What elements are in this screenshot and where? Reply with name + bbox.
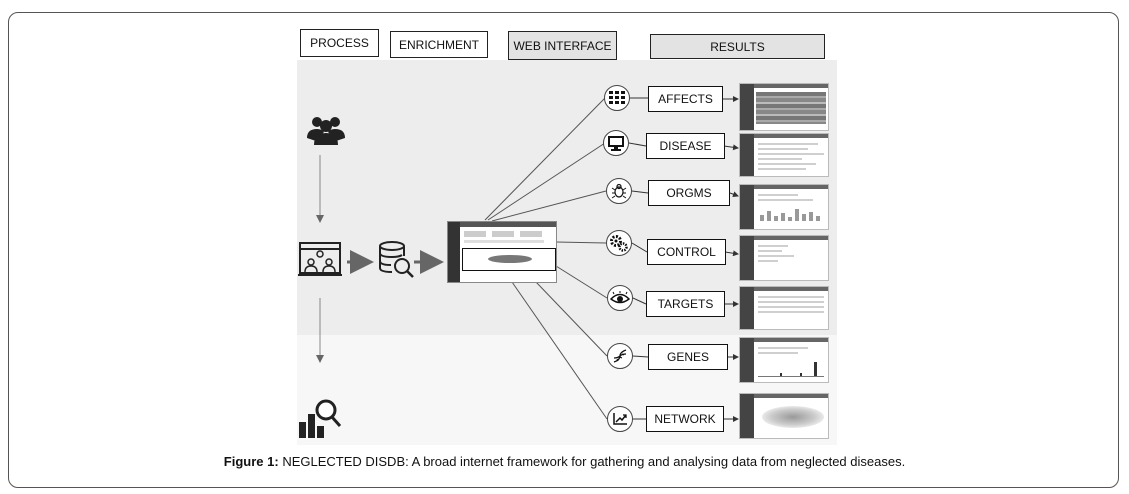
caption-text: NEGLECTED DISDB: A broad internet framew…	[278, 454, 906, 469]
monitor-icon	[603, 130, 629, 156]
targets-screenshot	[739, 286, 829, 330]
trend-chart-icon	[607, 406, 633, 432]
results-header: RESULTS	[650, 34, 825, 59]
network-screenshot	[739, 393, 829, 439]
disease-box: DISEASE	[646, 133, 725, 159]
genes-screenshot	[739, 337, 829, 383]
enrichment-header: ENRICHMENT	[390, 31, 488, 58]
network-box: NETWORK	[646, 406, 724, 432]
caption-label: Figure 1:	[223, 454, 279, 469]
affects-box: AFFECTS	[648, 86, 723, 112]
orgms-screenshot	[739, 184, 829, 230]
genes-box: GENES	[648, 344, 728, 370]
bug-icon	[606, 178, 632, 204]
targets-box: TARGETS	[646, 291, 725, 317]
eye-icon	[607, 285, 633, 311]
analysis-chart-icon	[299, 399, 342, 438]
gears-icon	[606, 230, 632, 256]
control-screenshot	[739, 235, 829, 281]
figure-caption: Figure 1: NEGLECTED DISDB: A broad inter…	[0, 454, 1129, 469]
dna-icon	[607, 343, 633, 369]
web-interface-header: WEB INTERFACE	[508, 31, 617, 60]
figure-frame	[8, 12, 1119, 488]
process-header: PROCESS	[300, 29, 379, 57]
disease-screenshot	[739, 133, 829, 177]
affects-screenshot	[739, 83, 829, 131]
orgms-box: ORGMS	[648, 180, 730, 206]
researchers-icon	[298, 242, 342, 276]
users-icon	[307, 117, 345, 145]
grid-icon	[604, 85, 630, 111]
web-interface-screenshot	[447, 221, 557, 283]
database-search-icon	[379, 241, 414, 278]
control-box: CONTROL	[647, 239, 726, 265]
